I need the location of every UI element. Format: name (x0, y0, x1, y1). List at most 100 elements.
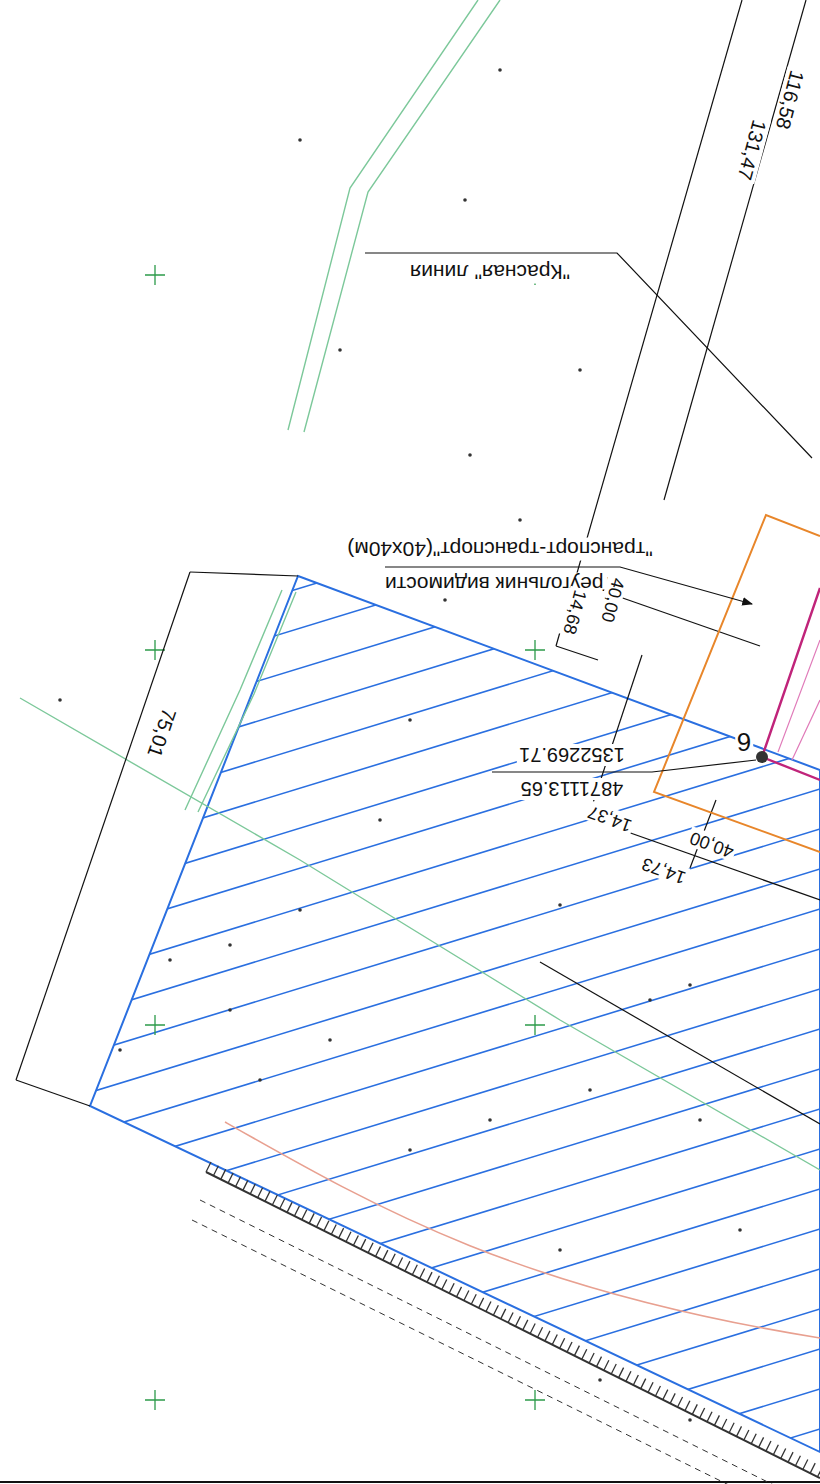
railway-tick (722, 1419, 727, 1429)
hatch-line (0, 1429, 820, 1484)
hatch-line (0, 829, 820, 1080)
elevation-point (298, 908, 302, 912)
elevation-point (498, 68, 502, 72)
railway-tick (751, 1434, 756, 1444)
railway-tick (464, 1291, 469, 1301)
elevation-point (408, 718, 412, 722)
hatch-group (0, 309, 820, 1484)
elevation-points (58, 68, 742, 1422)
railway-tick (523, 1320, 528, 1330)
dimension-line (16, 572, 190, 1080)
hatch-line (0, 1109, 820, 1360)
hatch-line (0, 1469, 820, 1484)
hatch-line (0, 949, 820, 1200)
boundary-curve (225, 1122, 820, 1338)
railway-tick (420, 1268, 425, 1278)
elevation-point (408, 1148, 412, 1152)
hatch-line (0, 469, 820, 720)
railway-tick (582, 1349, 587, 1359)
grid-crosses (145, 265, 545, 1410)
extension-line (16, 1080, 90, 1106)
stream-lines (20, 0, 820, 1170)
railway-tick (560, 1338, 565, 1348)
railway-tick (265, 1191, 270, 1201)
railway-tick (346, 1232, 351, 1242)
railway-tick (810, 1463, 815, 1473)
railway-ticks (206, 1162, 820, 1477)
railway (192, 1122, 820, 1484)
railway-tick (781, 1448, 786, 1458)
section-line (540, 962, 820, 1124)
extension-line (190, 572, 298, 576)
dashed-line (200, 1200, 820, 1484)
elevation-point (558, 903, 562, 907)
elevation-point (698, 1118, 702, 1122)
railway-tick (309, 1213, 314, 1223)
railway-tick (258, 1188, 263, 1198)
railway-tick (405, 1261, 410, 1271)
frame-line (0, 1481, 820, 1483)
railway-tick (597, 1357, 602, 1367)
elevation-point (168, 958, 172, 962)
railway-tick (611, 1364, 616, 1374)
railway-tick (442, 1280, 447, 1290)
railway-tick (818, 1467, 820, 1477)
railway-tick (479, 1298, 484, 1308)
railway-tick (788, 1452, 793, 1462)
railway-tick (744, 1430, 749, 1440)
hatch-line (0, 709, 820, 960)
railway-tick (213, 1166, 218, 1176)
railway-tick (383, 1250, 388, 1260)
elevation-point (378, 818, 382, 822)
elevation-point (648, 998, 652, 1002)
railway-tick (707, 1412, 712, 1422)
dimension-value: 75,01 (143, 704, 181, 762)
elevation-point (738, 1228, 742, 1232)
railway-tick (552, 1335, 557, 1345)
railway-tick (795, 1456, 800, 1466)
hatch-line (0, 629, 820, 880)
leader-lines (365, 253, 812, 772)
railway-tick (302, 1210, 307, 1220)
hatch-line (0, 989, 820, 1240)
railway-tick (685, 1401, 690, 1411)
hatch-line (0, 1309, 820, 1484)
visibility-triangle-line (762, 588, 820, 780)
railway-tick (486, 1302, 491, 1312)
railway-tick (287, 1202, 292, 1212)
dimension-value: 14,73 (638, 852, 691, 887)
railway-tick (729, 1423, 734, 1433)
railway-tick (221, 1169, 226, 1179)
visibility-triangle (654, 515, 820, 852)
hatch-line (0, 869, 820, 1120)
elevation-point (443, 598, 447, 602)
railway-tick (538, 1327, 543, 1337)
boundary-point (756, 751, 768, 763)
elevation-point (328, 1038, 332, 1042)
railway-tick (759, 1437, 764, 1447)
railway-tick (655, 1386, 660, 1396)
hatch-line (0, 1069, 820, 1320)
railway-tick (250, 1184, 255, 1194)
dimension-value: 40,00 (686, 826, 739, 861)
elevation-point (463, 198, 467, 202)
callout-text: "Красная" линия (408, 260, 572, 283)
elevation-point (338, 348, 342, 352)
hatch-line (0, 429, 820, 680)
railway-tick (228, 1173, 233, 1183)
hatch-line (0, 1269, 820, 1484)
railway-tick (670, 1393, 675, 1403)
railway-line (206, 1172, 820, 1478)
railway-tick (567, 1342, 572, 1352)
railway-tick (280, 1199, 285, 1209)
triangle-hatch (778, 640, 820, 752)
hatch-line (0, 589, 820, 840)
railway-tick (368, 1243, 373, 1253)
railway-tick (243, 1180, 248, 1190)
contour-line (20, 698, 820, 1170)
hatch-line (0, 789, 820, 1040)
